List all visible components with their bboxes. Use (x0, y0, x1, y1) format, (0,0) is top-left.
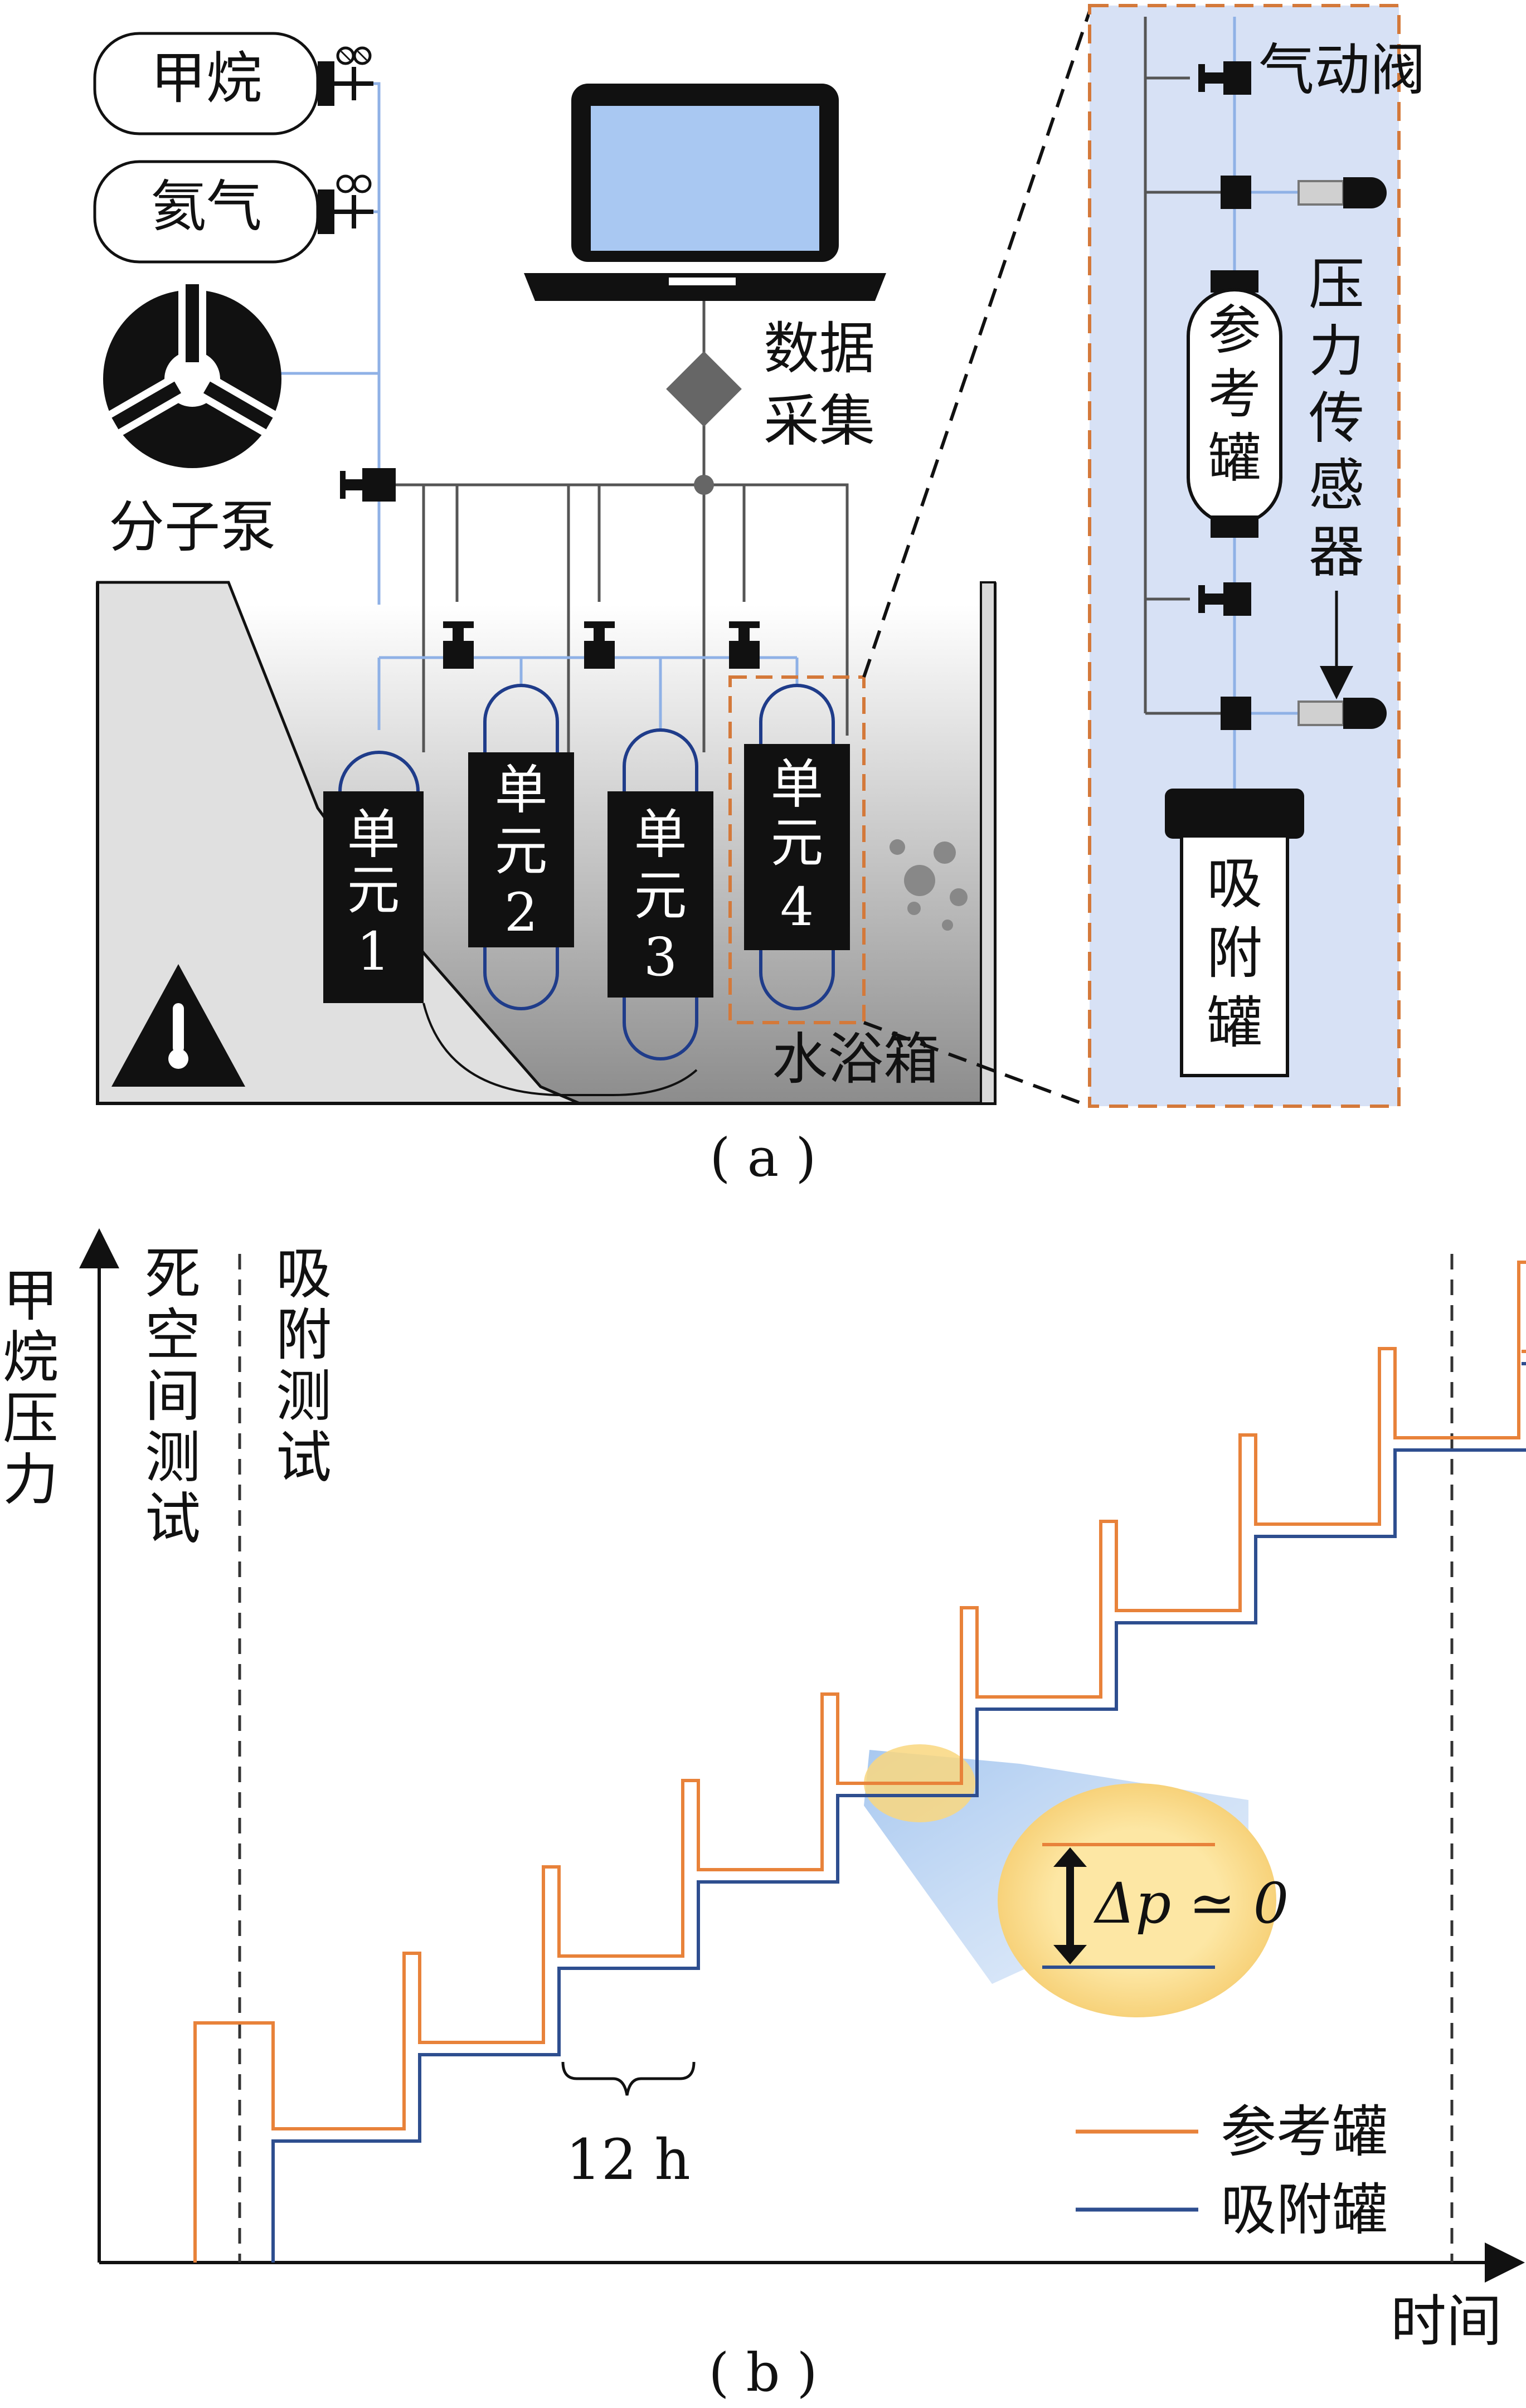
laptop-icon (524, 84, 886, 301)
helium-valve-icon (334, 174, 373, 228)
phase-2-char-2: 附 (276, 1302, 332, 1368)
interval-brace: 12 h (561, 2061, 696, 2192)
inset-fitting-2 (1221, 697, 1251, 730)
pressure-sensor-1-icon (1297, 177, 1387, 208)
zoom-highlight: Δp ≃ 0 (864, 1744, 1289, 2017)
methane-valve-icon (334, 46, 373, 100)
sensor-char-5: 器 (1309, 519, 1364, 585)
phase-1-char-3: 间 (145, 1364, 201, 1429)
unit-2-char-2: 元 (494, 821, 547, 882)
data-acquisition-node (666, 351, 742, 427)
series-adsorption (271, 1362, 1526, 2263)
delta-p-label: Δp ≃ 0 (1093, 1871, 1289, 1936)
y-label-char-1: 甲 (3, 1263, 59, 1329)
caption-b: ( b ) (708, 2342, 817, 2404)
unit-1-char-2: 元 (347, 860, 400, 921)
unit-2-char-1: 单 (494, 760, 547, 821)
unit-3-number: 3 (644, 927, 677, 988)
unit-4-char-1: 单 (770, 754, 823, 815)
phase-2-char-1: 吸 (276, 1241, 332, 1306)
y-label-char-3: 压 (3, 1386, 59, 1451)
unit-3-char-1: 单 (634, 804, 687, 865)
phase-2-char-3: 测 (276, 1364, 332, 1429)
sensor-char-2: 力 (1309, 319, 1364, 384)
pump-label: 分子泵 (109, 494, 276, 560)
inset-detail: 气动阀 参 考 罐 压 力 传 感 器 吸 附 罐 (1088, 4, 1426, 1108)
data-lines (396, 483, 849, 752)
inset-fitting-1 (1221, 176, 1251, 209)
ads-tank-char-2: 附 (1207, 921, 1262, 986)
panel-b: 甲 烷 压 力 时间 死 空 间 测 试 吸 附 测 试 (3, 1228, 1526, 2404)
phase-1-char-2: 空 (145, 1302, 201, 1368)
phase-1-char-5: 试 (145, 1486, 201, 1551)
unit-1-number: 1 (357, 921, 390, 982)
daq-label-2: 采集 (764, 388, 875, 454)
sensor-char-1: 压 (1309, 252, 1364, 317)
ref-tank-char-3: 罐 (1208, 428, 1261, 489)
water-bath-label: 水浴箱 (772, 1027, 939, 1092)
ads-tank-char-1: 吸 (1207, 851, 1262, 916)
unit-valve-2-icon (584, 621, 615, 669)
adsorption-tank: 吸 附 罐 (1165, 789, 1304, 1077)
inset-valve-1-icon (1198, 61, 1251, 95)
sensor-char-4: 感 (1309, 453, 1364, 518)
legend-label-reference: 参考罐 (1221, 2099, 1388, 2164)
valve-label: 气动阀 (1258, 37, 1426, 103)
bubbles-icon (890, 839, 968, 931)
thermometer-warning-icon (111, 964, 245, 1087)
legend-label-adsorption: 吸附罐 (1221, 2177, 1388, 2242)
main-valve-icon (340, 468, 396, 502)
x-axis-label: 时间 (1391, 2289, 1502, 2354)
methane-label: 甲烷 (150, 46, 262, 111)
caption-a: ( a ) (709, 1127, 816, 1189)
pressure-sensor-2-icon (1297, 698, 1387, 729)
inset-valve-2-icon (1198, 582, 1251, 616)
ref-tank-char-1: 参 (1208, 300, 1261, 361)
daq-label-1: 数据 (764, 316, 875, 381)
unit-4-char-2: 元 (770, 813, 823, 874)
y-label-char-2: 烷 (3, 1325, 59, 1390)
unit-3-char-2: 元 (634, 865, 687, 927)
phase-1-char-1: 死 (145, 1241, 201, 1306)
y-axis-label: 甲 烷 压 力 (3, 1263, 59, 1512)
legend: 参考罐 吸附罐 (1076, 2099, 1388, 2242)
y-label-char-4: 力 (3, 1447, 59, 1512)
phase-1-label: 死 空 间 测 试 (145, 1241, 201, 1551)
phase-2-label: 吸 附 测 试 (276, 1241, 332, 1490)
unit-2-number: 2 (504, 882, 538, 943)
molecular-pump-icon: 分子泵 (103, 284, 281, 560)
unit-4: 单 元 4 (728, 675, 866, 1024)
phase-1-char-4: 测 (145, 1425, 201, 1490)
unit-1-char-1: 单 (347, 804, 400, 865)
unit-1: 单 元 1 (323, 751, 424, 1003)
unit-valve-3-icon (729, 621, 760, 669)
helium-label: 氦气 (150, 174, 262, 239)
phase-2-char-4: 试 (276, 1425, 332, 1490)
interval-label: 12 h (566, 2127, 690, 2192)
reference-tank: 参 考 罐 (1187, 270, 1282, 538)
sensor-char-3: 传 (1309, 386, 1364, 451)
unit-4-number: 4 (780, 877, 814, 938)
methane-cylinder: 甲烷 (93, 32, 334, 135)
unit-3: 单 元 3 (608, 728, 713, 1061)
gas-supply-lines (279, 82, 381, 658)
ads-tank-char-3: 罐 (1207, 990, 1262, 1055)
helium-cylinder: 氦气 (93, 160, 334, 264)
panel-a: 甲烷 氦气 (93, 4, 1426, 1189)
ref-tank-char-2: 考 (1208, 364, 1261, 425)
unit-valve-1-icon (443, 621, 474, 669)
unit-2: 单 元 2 (468, 684, 574, 1010)
series-reference (193, 1261, 1526, 2263)
